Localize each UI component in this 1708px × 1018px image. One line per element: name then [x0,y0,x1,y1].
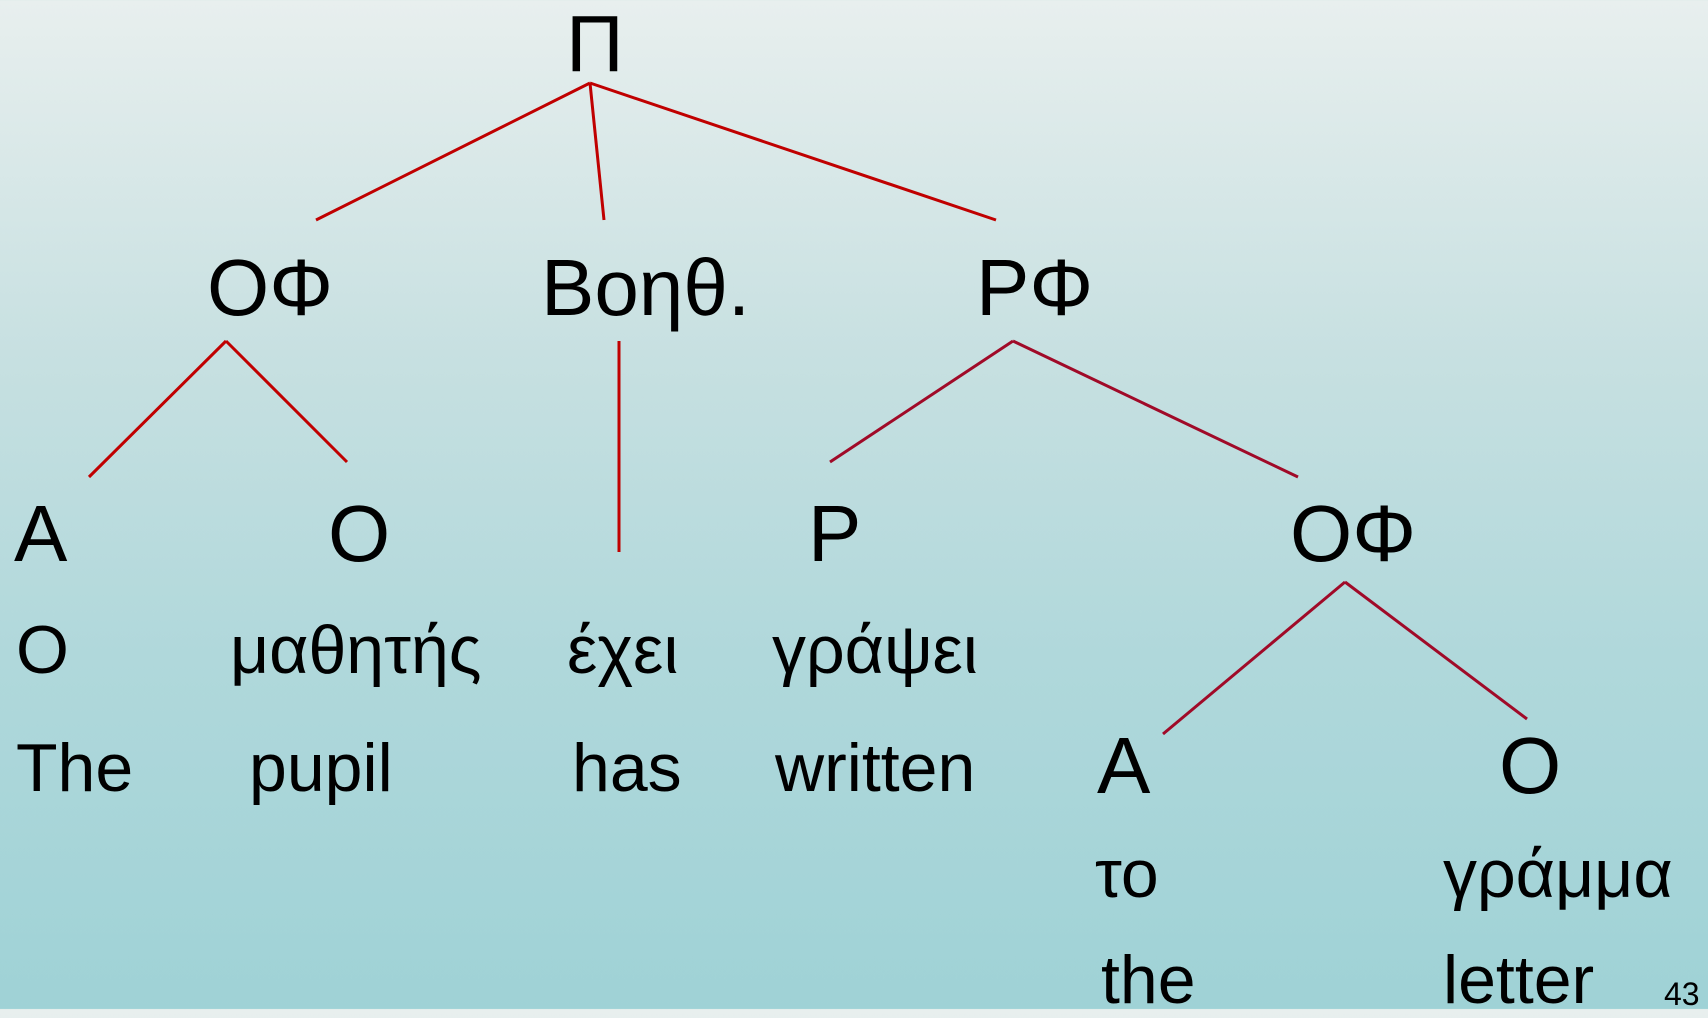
english-noun-object: letter [1443,942,1595,1018]
branch-subject-np-to-article [87,339,228,479]
greek-verb: γράψει [772,612,978,688]
english-noun-subject: pupil [249,730,393,806]
page-number: 43 [1664,976,1700,1012]
branch-verb-phrase-to-verb [829,339,1014,464]
greek-noun-subject: μαθητής [230,612,482,688]
node-verb: Ρ [808,489,862,578]
node-root: Π [566,0,624,88]
node-subject-noun: Ο [328,489,391,578]
greek-article-object: το [1095,836,1159,912]
branch-subject-np-to-noun [224,339,349,464]
branch-object-np-to-article [1162,580,1346,736]
branch-root-to-verb-phrase [589,81,997,222]
node-object-np: ΟΦ [1290,489,1417,578]
branch-object-np-to-noun [1344,580,1528,721]
branch-root-to-subject-np [315,81,591,222]
node-object-noun: Ο [1499,721,1562,810]
greek-auxiliary: έχει [567,612,679,688]
branch-root-to-auxiliary [588,82,606,221]
english-article-object: the [1101,942,1196,1018]
greek-article-subject: Ο [16,612,69,688]
node-object-article: Α [1097,721,1151,810]
english-verb: written [775,730,976,806]
greek-noun-object: γράμμα [1443,836,1673,912]
english-auxiliary: has [572,730,682,806]
node-subject-np: ΟΦ [207,243,334,332]
branch-verb-phrase-to-object-np [1012,339,1299,479]
english-article-subject: The [16,730,134,806]
node-auxiliary: Βοηθ. [541,243,751,332]
node-subject-article: Α [14,489,68,578]
node-verb-phrase: ΡΦ [976,243,1094,332]
